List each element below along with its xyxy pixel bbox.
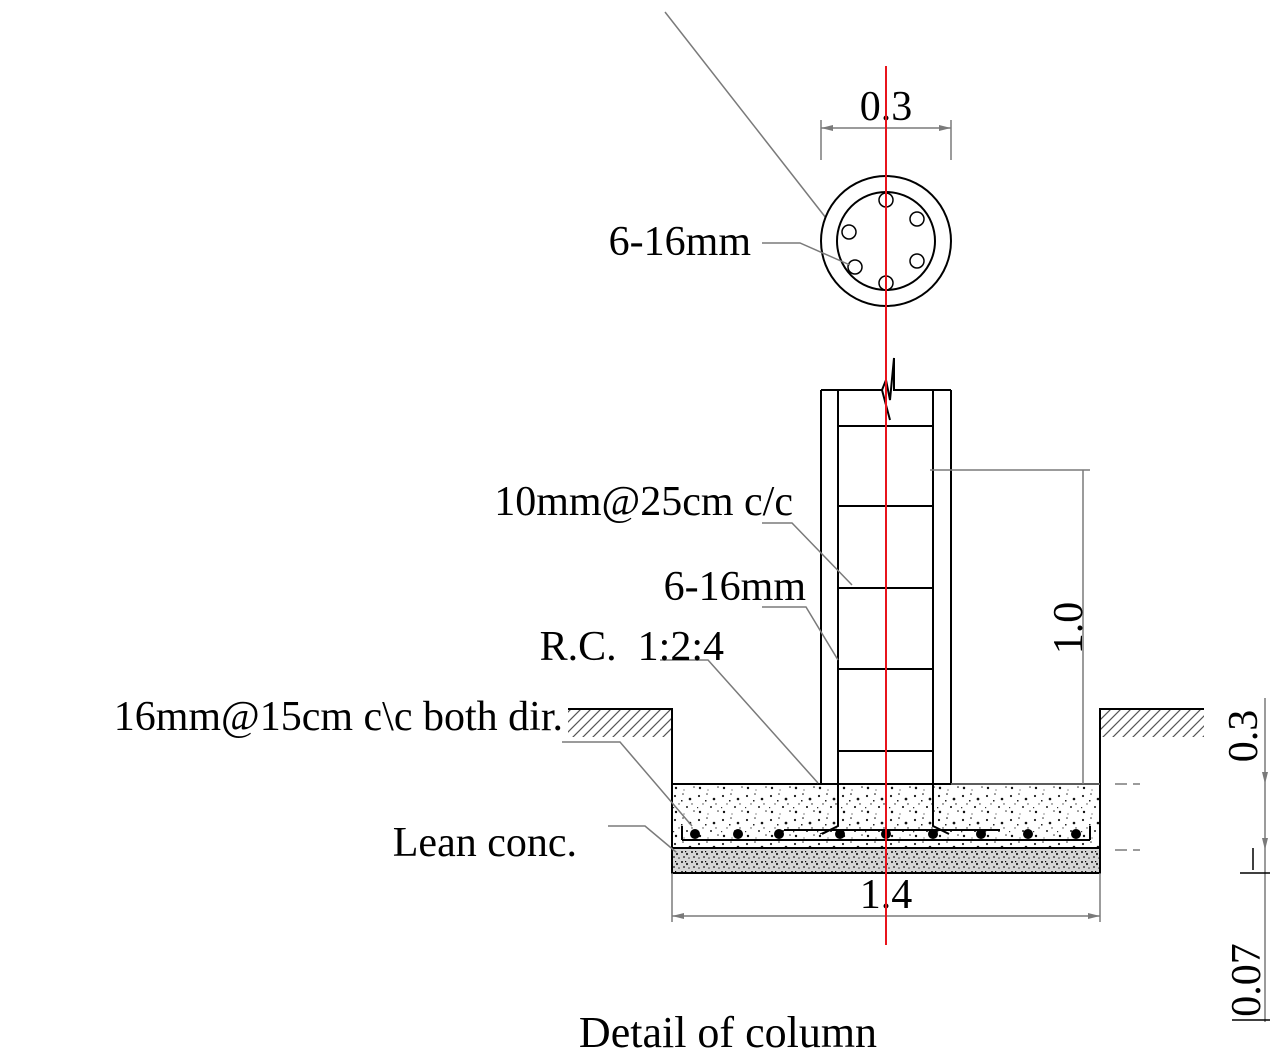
height-dimension: [930, 469, 1100, 785]
footing-bar: [976, 829, 986, 839]
footing-bar: [1071, 829, 1081, 839]
break-symbol: [881, 357, 898, 401]
drawing-title: Detail of column: [579, 1008, 877, 1057]
section-bar: [847, 259, 863, 275]
section-bar: [909, 211, 925, 227]
concrete-mix-label: R.C. 1:2:4: [540, 624, 724, 670]
lean-thickness-label: 0.07: [1224, 943, 1270, 1017]
footing-bar: [690, 829, 700, 839]
elevation-leaders: [562, 522, 853, 853]
footing-bar: [835, 829, 845, 839]
section-bars-leader: [762, 242, 851, 266]
height-label: 1.0: [1046, 602, 1092, 655]
section-bars-label: 6-16mm: [609, 219, 752, 265]
long-bars-label: 6-16mm: [664, 564, 807, 610]
right-dimensions: [1115, 698, 1270, 1022]
footing-bar: [1023, 829, 1033, 839]
ties-label: 10mm@25cm c/c: [494, 479, 793, 525]
footing-bar: [774, 829, 784, 839]
footing-bar: [733, 829, 743, 839]
footing-bar: [928, 829, 938, 839]
section-leader-line: [664, 11, 827, 219]
footing-rebar-label: 16mm@15cm c\c both dir.: [114, 694, 563, 740]
lean-concrete-label: Lean conc.: [393, 820, 577, 866]
section-bar: [909, 253, 925, 269]
footing-thickness-label: 0.3: [1221, 710, 1267, 763]
section-bar: [841, 224, 857, 240]
